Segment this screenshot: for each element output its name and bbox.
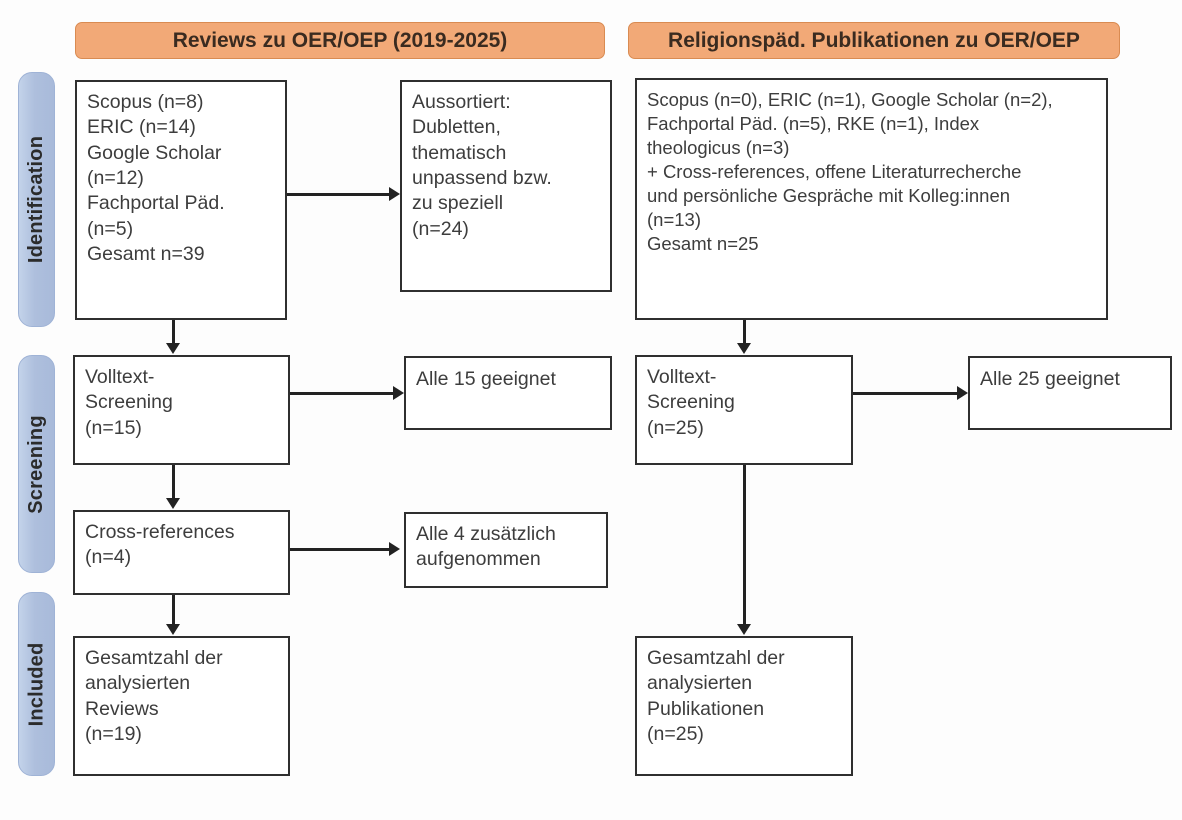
connector-left-crossrefs-to-result: [290, 548, 389, 551]
box-left-fulltext-result: Alle 15 geeignet: [404, 356, 612, 430]
connector-left-sources-to-excluded: [287, 193, 389, 196]
arrowhead-left-sources-to-excluded: [389, 187, 400, 201]
box-left-sources: Scopus (n=8) ERIC (n=14) Google Scholar …: [75, 80, 287, 320]
stage-pill-included: Included: [18, 592, 55, 776]
arrowhead-right-fulltext-to-result: [957, 386, 968, 400]
stage-pill-screening: Screening: [18, 355, 55, 573]
arrowhead-left-fulltext-to-crossrefs: [166, 498, 180, 509]
box-left-crossreferences-result: Alle 4 zusätzlich aufgenommen: [404, 512, 608, 588]
box-left-crossreferences: Cross-references (n=4): [73, 510, 290, 595]
column-header-reviews: Reviews zu OER/OEP (2019-2025): [75, 22, 605, 59]
stage-label-identification: Identification: [25, 135, 47, 264]
arrowhead-left-sources-to-fulltext: [166, 343, 180, 354]
box-left-fulltext-screening: Volltext- Screening (n=15): [73, 355, 290, 465]
box-left-excluded: Aussortiert: Dubletten, thematisch unpas…: [400, 80, 612, 292]
box-right-fulltext-result: Alle 25 geeignet: [968, 356, 1172, 430]
connector-right-sources-to-fulltext: [743, 320, 746, 345]
arrowhead-left-crossrefs-to-result: [389, 542, 400, 556]
box-right-sources: Scopus (n=0), ERIC (n=1), Google Scholar…: [635, 78, 1108, 320]
stage-label-screening: Screening: [25, 414, 47, 514]
connector-left-crossrefs-to-included: [172, 595, 175, 625]
box-right-fulltext-screening: Volltext- Screening (n=25): [635, 355, 853, 465]
column-header-religionspaed: Religionspäd. Publikationen zu OER/OEP: [628, 22, 1120, 59]
connector-right-fulltext-to-result: [853, 392, 957, 395]
connector-left-fulltext-to-crossrefs: [172, 465, 175, 499]
arrowhead-left-fulltext-to-result: [393, 386, 404, 400]
box-left-included-total: Gesamtzahl der analysierten Reviews (n=1…: [73, 636, 290, 776]
connector-left-sources-to-fulltext: [172, 320, 175, 345]
arrowhead-left-crossrefs-to-included: [166, 624, 180, 635]
stage-pill-identification: Identification: [18, 72, 55, 327]
connector-right-fulltext-to-included: [743, 465, 746, 625]
arrowhead-right-sources-to-fulltext: [737, 343, 751, 354]
stage-label-included: Included: [25, 642, 48, 726]
arrowhead-right-fulltext-to-included: [737, 624, 751, 635]
connector-left-fulltext-to-result: [290, 392, 393, 395]
box-right-included-total: Gesamtzahl der analysierten Publikatione…: [635, 636, 853, 776]
